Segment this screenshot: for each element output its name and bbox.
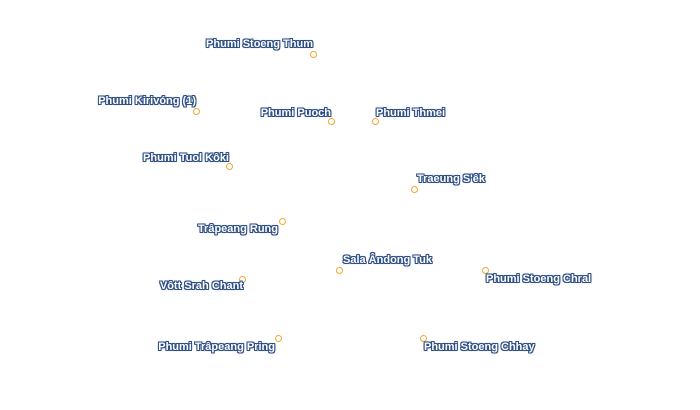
place-marker-icon xyxy=(371,117,379,125)
place-marker-icon xyxy=(274,334,282,342)
place-label: Phumi Stoeng Thum xyxy=(206,38,313,50)
place-label: Phumi Tuol Kôki xyxy=(143,152,229,164)
place-label: Sala Ândong Tuk xyxy=(343,254,433,266)
place-label: Phumi Puoch xyxy=(260,107,331,119)
place-marker-icon xyxy=(278,217,286,225)
place-marker-icon xyxy=(419,334,427,342)
place-label: Phumi Stoeng Chhay xyxy=(424,341,535,353)
place-label: Vôtt Srah Chant xyxy=(159,280,243,292)
place-marker-icon xyxy=(481,266,489,274)
place-label: Phumi Thmei xyxy=(376,107,446,119)
place-marker-icon xyxy=(410,185,418,193)
place-marker-icon xyxy=(309,50,317,58)
place-label: Trâpeang Rung xyxy=(197,223,278,235)
place-marker-icon xyxy=(225,162,233,170)
place-label: Phumi Trâpeang Pring xyxy=(158,341,275,353)
place-marker-icon xyxy=(238,275,246,283)
place-label: Traeung S'êk xyxy=(417,173,486,185)
place-marker-icon xyxy=(335,266,343,274)
place-label: Phumi Kirivóng (1) xyxy=(98,95,196,107)
place-marker-icon xyxy=(327,117,335,125)
place-label: Phumi Stoeng Chral xyxy=(486,273,592,285)
place-marker-icon xyxy=(192,107,200,115)
